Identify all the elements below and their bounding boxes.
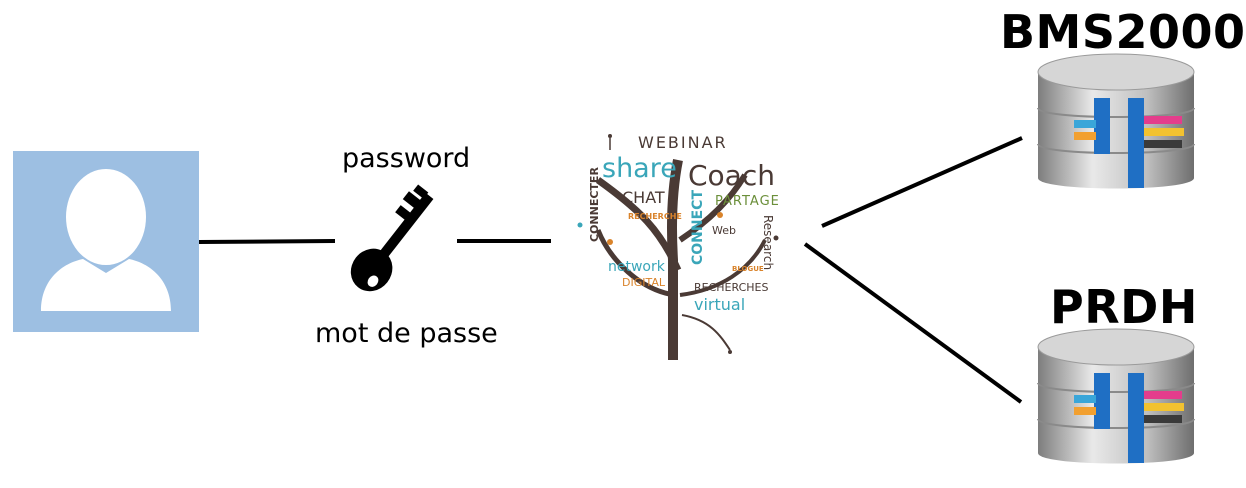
- word-connect: CONNECT: [690, 190, 706, 265]
- word-blogue: BLOGUE: [732, 265, 764, 273]
- word-share: share: [602, 153, 677, 184]
- database-icon: [1037, 53, 1195, 189]
- word-recherches: RECHERCHES: [694, 281, 768, 294]
- word-virtual: virtual: [694, 295, 745, 314]
- user-avatar: [13, 151, 199, 332]
- word-web: Web: [712, 224, 736, 237]
- word-recherche: RECHERCHE: [628, 212, 682, 221]
- cloud-to-bms2000-line: [821, 136, 1023, 228]
- user-avatar-icon: [41, 169, 171, 311]
- word-partage: PARTAGE: [715, 194, 780, 209]
- prdh-title: PRDH: [1050, 280, 1198, 334]
- word-cloud-tree: WEBINAR share Coach CONNECTER CHAT PARTA…: [577, 133, 780, 360]
- word-connecter: CONNECTER: [588, 167, 601, 242]
- password-label: password: [342, 143, 471, 174]
- word-research: Research: [761, 215, 775, 270]
- cloud-to-prdh-line: [803, 242, 1023, 404]
- bms2000-title: BMS2000: [1000, 5, 1246, 59]
- connector-lines: [198, 136, 1023, 404]
- word-chat: CHAT: [622, 188, 665, 207]
- key-icon: [350, 184, 434, 292]
- user-to-key-line: [198, 239, 336, 244]
- word-network: network: [608, 259, 666, 275]
- word-digital: DIGITAL: [622, 276, 666, 289]
- mot-de-passe-label: mot de passe: [315, 318, 498, 349]
- word-webinar: WEBINAR: [638, 133, 728, 152]
- database-icon: [1037, 328, 1195, 464]
- word-coach: Coach: [688, 159, 775, 192]
